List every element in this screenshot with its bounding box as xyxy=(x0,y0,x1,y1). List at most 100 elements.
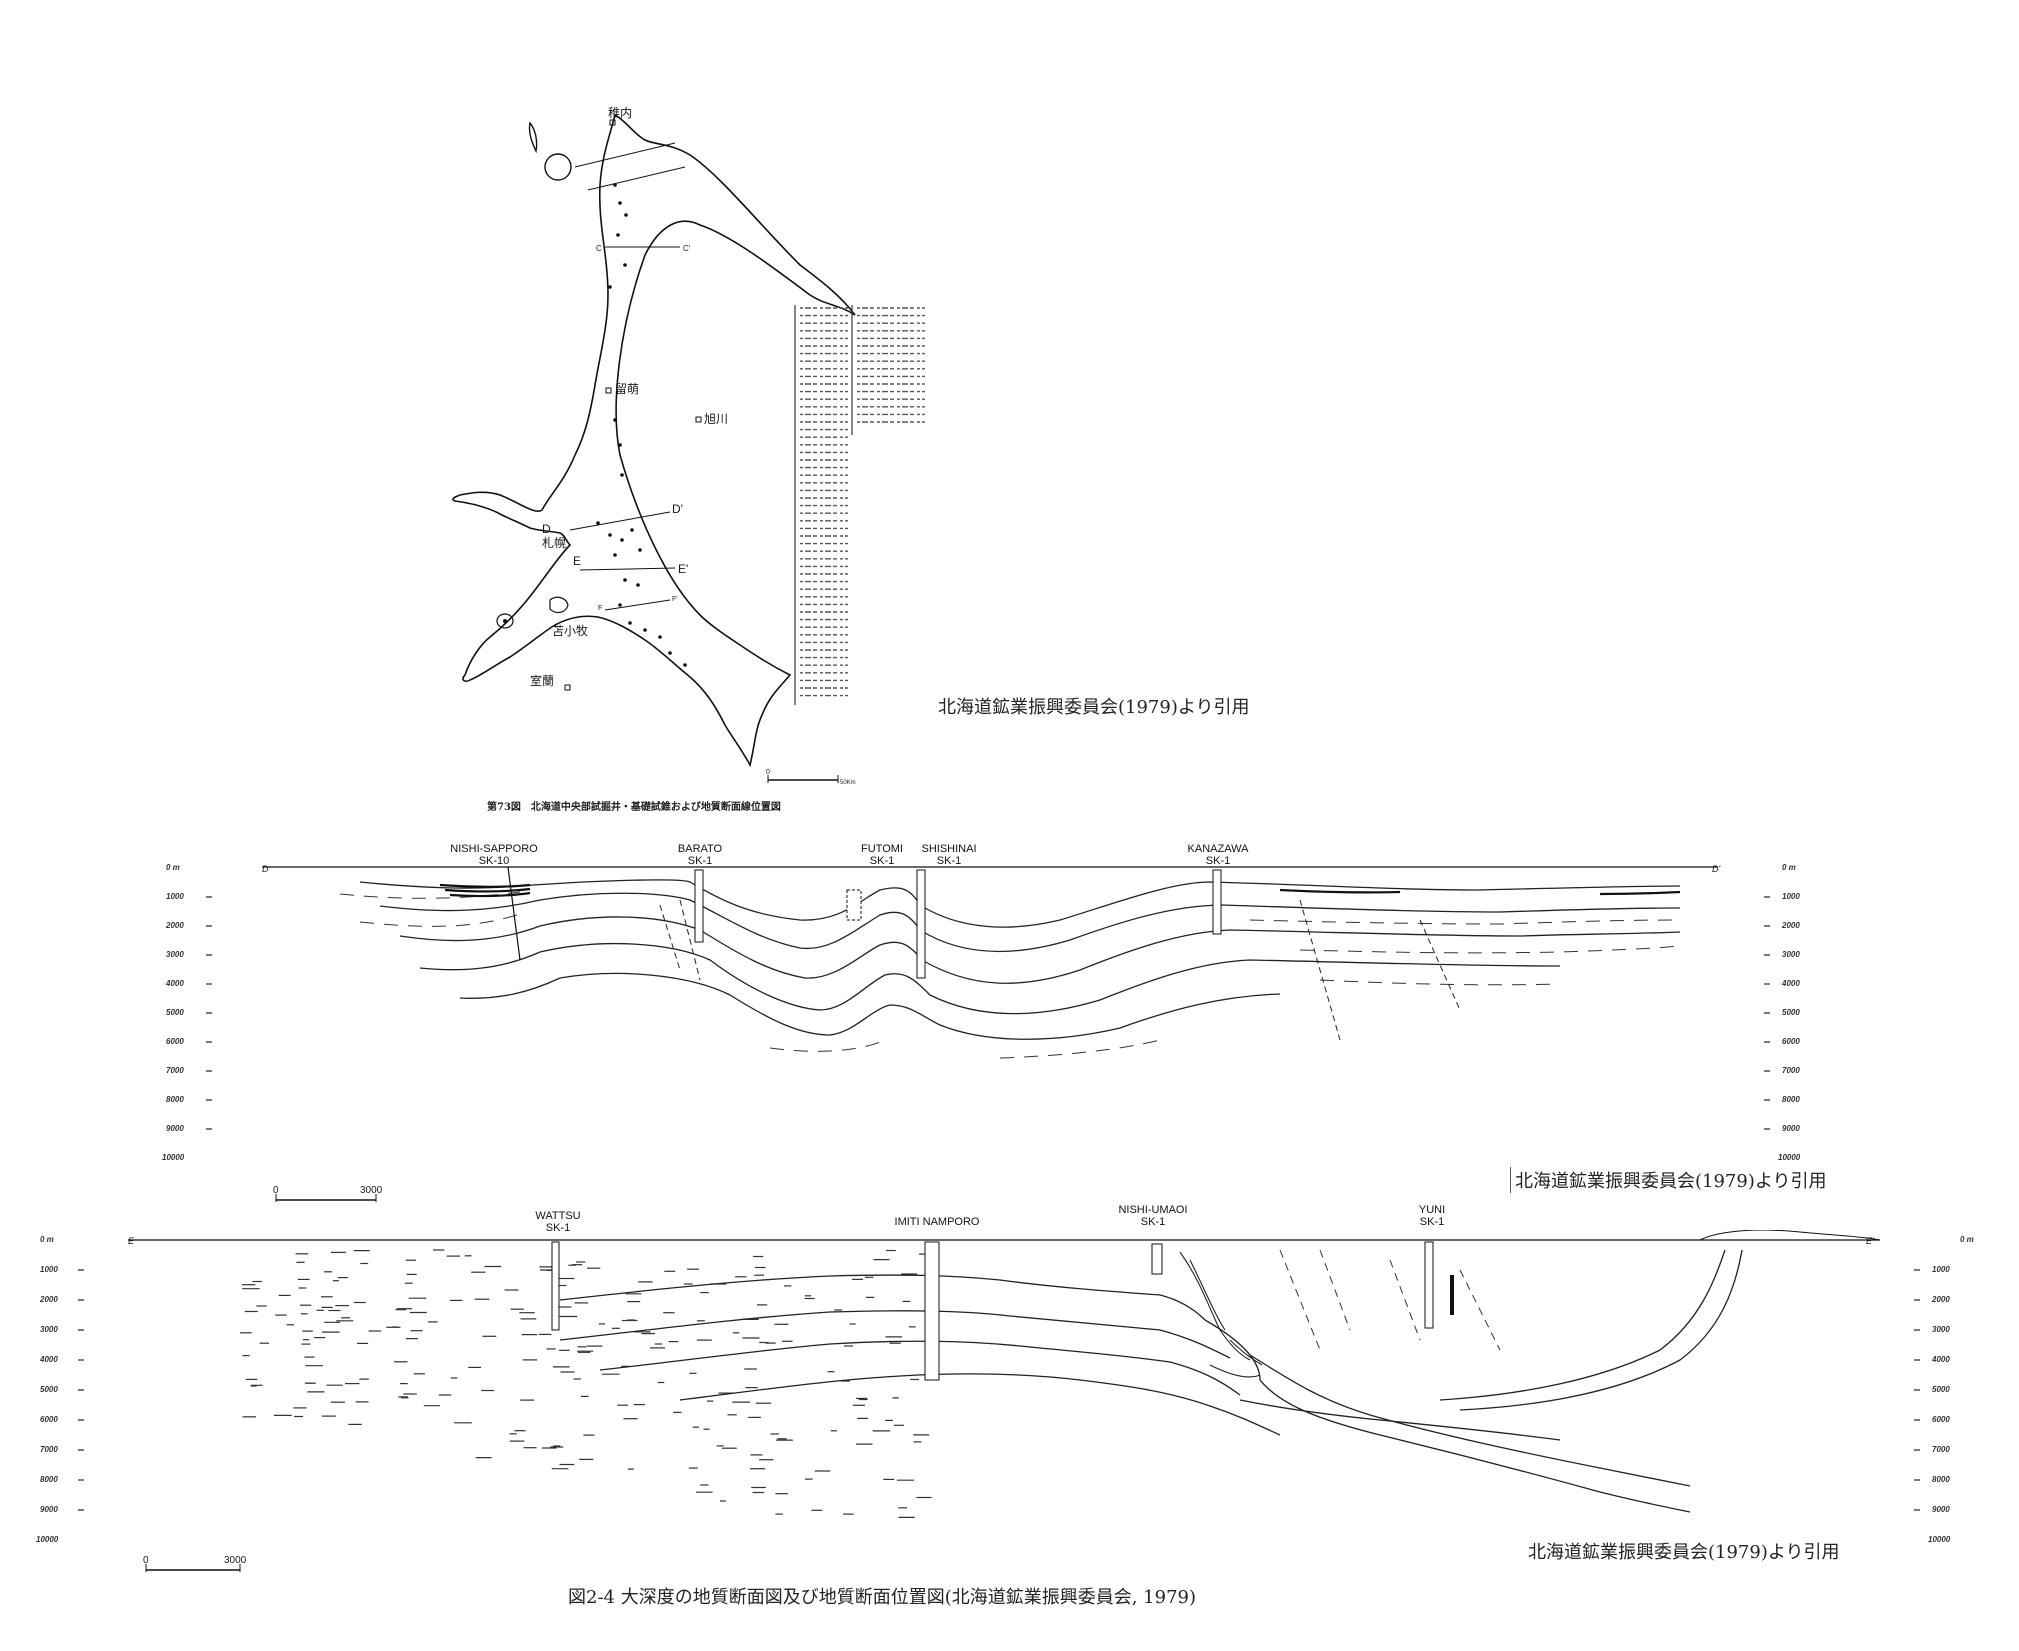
map-label-e: E xyxy=(573,554,581,568)
location-map: 稚内 留萌 旭川 札幌 苫小牧 室蘭 C C' D D' E E' F F' 0… xyxy=(452,106,925,786)
section-d-scale-bar: 0 3000 xyxy=(273,1185,383,1202)
section-d-depth-right-0: 0 m xyxy=(1782,863,1796,872)
section-e-well-imiti-namporo: IMITI NAMPORO xyxy=(894,1216,980,1228)
section-e-depth-right-10: 10000 xyxy=(1928,1535,1951,1544)
place-asahikawa: 旭川 xyxy=(704,412,728,426)
section-e-depth-left-7: 7000 xyxy=(40,1445,58,1454)
section-d-depth-right-6: 6000 xyxy=(1782,1037,1800,1046)
section-d-scale-end: 3000 xyxy=(360,1185,383,1196)
section-e-depth-right-2: 2000 xyxy=(1932,1295,1950,1304)
map-caption: 第73図 北海道中央部試掘井・基礎試錐および地質断面線位置図 xyxy=(487,802,781,813)
map-label-c: C xyxy=(596,244,602,253)
lake-toya xyxy=(496,613,514,629)
section-d-end-label: D' xyxy=(1712,864,1720,874)
section-e-depth-right-9: 9000 xyxy=(1932,1505,1950,1514)
section-d-depth-right-8: 8000 xyxy=(1782,1095,1800,1104)
section-d-depth-right-7: 7000 xyxy=(1782,1066,1800,1075)
place-sapporo: 札幌 xyxy=(542,535,566,550)
section-e-depth-right-7: 7000 xyxy=(1932,1445,1950,1454)
section-d-depth-left-9: 9000 xyxy=(166,1124,184,1133)
section-d-depth-left-2: 2000 xyxy=(166,921,184,930)
section-e-depth-left-9: 9000 xyxy=(40,1505,58,1514)
rebun-island xyxy=(528,121,538,154)
map-scale-bar: 0 50Km xyxy=(766,769,856,786)
section-e-depth-left-5: 5000 xyxy=(40,1385,58,1394)
section-e-depth-left-4: 4000 xyxy=(40,1355,58,1364)
section-line-d xyxy=(569,511,671,531)
place-wakkanai: 稚内 xyxy=(608,106,632,120)
well-list-legend xyxy=(794,305,853,705)
map-label-f-prime: F' xyxy=(672,596,678,603)
place-muroran: 室蘭 xyxy=(530,673,554,688)
section-e-depth-left-2: 2000 xyxy=(40,1295,58,1304)
section-e-depth-left-0: 0 m xyxy=(40,1235,54,1244)
section-e-depth-left-3: 3000 xyxy=(40,1325,58,1334)
section-e-depth-right-5: 5000 xyxy=(1932,1385,1950,1394)
section-e-depth-left-1: 1000 xyxy=(40,1265,58,1274)
figure-caption: 図2-4 大深度の地質断面図及び地質断面位置図(北海道鉱業振興委員会, 1979… xyxy=(568,1587,1197,1608)
section-line-f xyxy=(604,599,671,611)
section-line-e xyxy=(579,567,676,571)
section-d-depth-left-3: 3000 xyxy=(166,950,184,959)
map-label-e-prime: E' xyxy=(678,562,688,576)
section-e-depth-left-8: 8000 xyxy=(40,1475,58,1484)
section-e-wells xyxy=(551,1241,1434,1381)
section-d-wells xyxy=(507,866,1222,979)
section-d-start-label: D xyxy=(262,864,269,874)
section-d-depth-right-1: 1000 xyxy=(1782,892,1800,901)
section-d-depth-left-1: 1000 xyxy=(166,892,184,901)
coastline xyxy=(452,113,856,768)
rishiri-island xyxy=(544,153,572,181)
map-citation: 北海道鉱業振興委員会(1979)より引用 xyxy=(938,697,1250,718)
lake-shikotsu xyxy=(549,596,569,614)
section-d-depth-left-5: 5000 xyxy=(166,1008,184,1017)
section-d-depth-ticks xyxy=(206,896,1770,1130)
section-e-scale-bar: 0 3000 xyxy=(143,1555,247,1572)
section-d-depth-left-10: 10000 xyxy=(162,1153,185,1162)
section-e-depth-ticks xyxy=(78,1269,1920,1511)
section-e-depth-left-10: 10000 xyxy=(36,1535,59,1544)
map-label-c-prime: C' xyxy=(683,244,691,253)
section-d-depth-right-4: 4000 xyxy=(1782,979,1800,988)
section-d-depth-right-5: 5000 xyxy=(1782,1008,1800,1017)
section-e-scale-zero: 0 xyxy=(143,1555,149,1566)
section-d-depth-right-3: 3000 xyxy=(1782,950,1800,959)
section-line-a xyxy=(574,142,676,168)
section-e-depth-right-8: 8000 xyxy=(1932,1475,1950,1484)
section-e-depth-right-4: 4000 xyxy=(1932,1355,1950,1364)
map-scale-zero: 0 xyxy=(766,769,770,776)
section-d-depth-right-10: 10000 xyxy=(1778,1153,1801,1162)
section-d-depth-right-9: 9000 xyxy=(1782,1124,1800,1133)
section-d-depth-left-6: 6000 xyxy=(166,1037,184,1046)
place-tomakomai: 苫小牧 xyxy=(552,624,588,638)
map-label-d: D xyxy=(542,522,551,536)
well-list-rows xyxy=(800,307,925,697)
section-d-depth-left-8: 8000 xyxy=(166,1095,184,1104)
section-e-depth-right-1: 1000 xyxy=(1932,1265,1950,1274)
section-e-start-label: E xyxy=(128,1236,135,1246)
section-d-depth-right-2: 2000 xyxy=(1782,921,1800,930)
section-e-scale-end: 3000 xyxy=(224,1555,247,1566)
section-d-drawing: D D' xyxy=(206,864,1770,1130)
section-d-scale-zero: 0 xyxy=(273,1185,279,1196)
section-e-sediment-dashes xyxy=(240,1249,932,1518)
section-e-end-label: E' xyxy=(1866,1236,1874,1246)
section-d-citation: 北海道鉱業振興委員会(1979)より引用 xyxy=(1510,1167,1827,1193)
map-scale-end: 50Km xyxy=(840,780,856,786)
section-line-b xyxy=(587,166,686,191)
section-e-depth-right-6: 6000 xyxy=(1932,1415,1950,1424)
section-e-depth-left-6: 6000 xyxy=(40,1415,58,1424)
place-rumoi: 留萌 xyxy=(615,382,639,396)
section-d-depth-left-0: 0 m xyxy=(166,863,180,872)
well-markers xyxy=(596,183,687,667)
section-d-depth-left-7: 7000 xyxy=(166,1066,184,1075)
section-e-depth-right-3: 3000 xyxy=(1932,1325,1950,1334)
section-d-depth-left-4: 4000 xyxy=(166,979,184,988)
map-label-f: F xyxy=(598,605,602,612)
